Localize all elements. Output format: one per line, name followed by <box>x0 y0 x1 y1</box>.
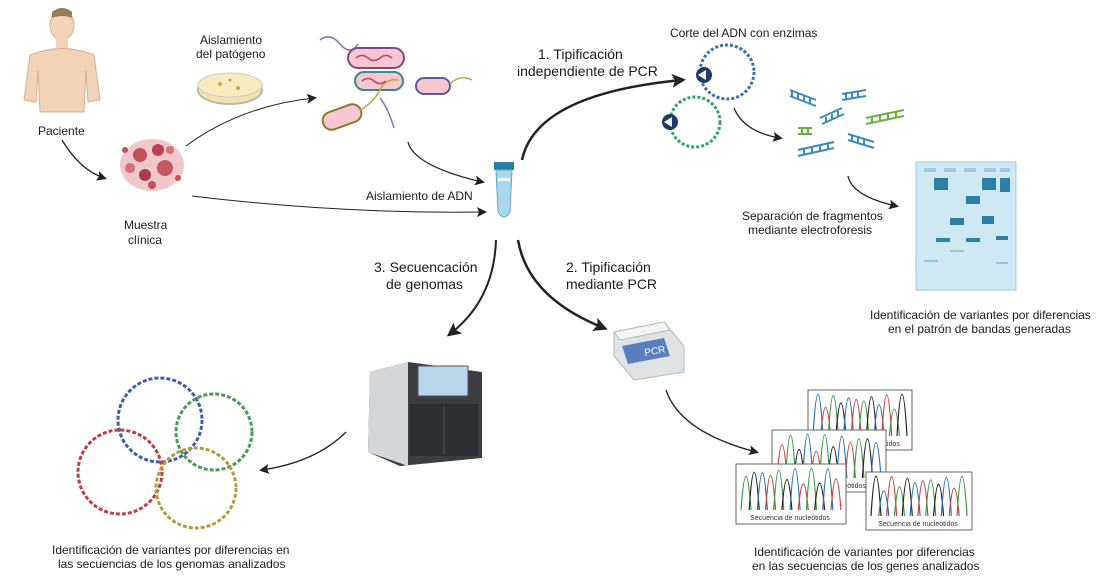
label-dna-isolation: Aislamiento de ADN <box>366 189 473 203</box>
pcr-machine-icon: PCR <box>613 321 685 381</box>
chromatogram-peak <box>896 393 908 437</box>
arrow-tube-to-method1 <box>520 73 686 161</box>
chromatogram-panel-4: Secuencia de nucleótidos <box>865 471 973 531</box>
gel-electrophoresis-icon <box>915 161 1017 291</box>
chromatogram-peak <box>822 468 834 511</box>
chromatogram-peak <box>878 490 890 517</box>
dna-fragments-icon <box>789 89 905 157</box>
chromatogram-peak <box>861 438 874 479</box>
sequencer-icon <box>368 362 482 466</box>
chromatogram-panel-3: Secuencia de nucleótidos <box>735 463 847 525</box>
patient-figure <box>23 8 101 113</box>
label-method2-2: mediante PCR <box>566 276 658 292</box>
label-method2-1: 2. Tipificación <box>566 259 651 275</box>
chromatogram-peak <box>873 404 885 437</box>
label-isolation-1: Aislamiento <box>200 33 263 47</box>
chromatogram-peak <box>784 434 797 479</box>
chromatogram-peak <box>820 407 832 437</box>
petri-dish-icon <box>197 72 263 105</box>
chromatogram-peak <box>836 435 848 479</box>
arrow-sample-to-bacteria <box>185 93 317 147</box>
arrow-tube-to-pcr <box>516 239 608 331</box>
label-electro-2: mediante electroforesis <box>748 223 873 237</box>
arrow-tube-to-method3 <box>446 239 497 337</box>
chromatogram-peak <box>773 470 785 511</box>
label-method1-1: 1. Tipificación <box>538 46 623 62</box>
chromatogram-peak <box>789 468 801 511</box>
label-bands-result-2: en el patrón de bandas generadas <box>888 322 1071 336</box>
clinical-sample-icon <box>120 139 184 191</box>
chromatogram-peak <box>870 441 882 479</box>
arrow-fragments-to-gel <box>847 175 899 210</box>
seq-caption-3: Secuencia de nucleótidos <box>750 515 830 522</box>
label-clinical-sample-2: clínica <box>128 233 163 247</box>
chromatogram-peak <box>805 467 818 511</box>
label-method3-2: de genomas <box>386 276 464 292</box>
label-genome-result-2: las secuencias de los genomas analizados <box>58 557 286 571</box>
flow-arrows <box>61 73 899 474</box>
label-electro-1: Separación de fragmentos <box>742 209 883 223</box>
chromatogram-peak <box>870 475 882 517</box>
label-method1-2: independiente de PCR <box>517 63 658 79</box>
chromatogram-peak <box>819 434 831 479</box>
arrow-patient-to-sample <box>61 139 107 181</box>
label-gene-result-2: en las secuencias de los genes analizado… <box>752 559 980 573</box>
chromatogram-peak <box>956 476 968 517</box>
chromatogram-peak <box>948 487 960 517</box>
label-patient: Paciente <box>38 124 85 138</box>
arrow-sample-to-tube <box>191 195 487 218</box>
chromatogram-peak <box>830 478 842 511</box>
label-gene-result-1: Identificación de variantes por diferenc… <box>754 545 975 559</box>
plasmid-icon <box>662 43 756 149</box>
label-genome-result-1: Identificación de variantes por diferenc… <box>52 543 290 557</box>
chromatogram-peak <box>802 434 814 479</box>
arrow-bacteria-to-tube <box>407 141 485 186</box>
chromatogram-peak <box>888 408 900 437</box>
label-bands-result-1: Identificación de variantes por diferenc… <box>870 308 1091 322</box>
label-clinical-sample-1: Muestra <box>124 218 168 232</box>
label-method3-1: 3. Secuencación <box>374 259 478 275</box>
arrow-pcr-to-chromatograms <box>665 389 759 456</box>
label-enzyme-cut: Corte del ADN con enzimas <box>670 26 818 40</box>
seq-caption-4: Secuencia de nucleótidos <box>878 521 958 528</box>
bacteria-icon <box>319 36 473 131</box>
arrow-plasmid-to-fragments <box>733 107 783 142</box>
arrow-sequencer-to-genomes <box>259 431 347 474</box>
label-isolation-2: del patógeno <box>196 47 266 61</box>
dna-tube-icon <box>494 162 514 218</box>
pcr-screen-label: PCR <box>644 344 667 359</box>
chromatogram-peak <box>853 438 865 479</box>
genome-rings-icon <box>76 376 254 530</box>
